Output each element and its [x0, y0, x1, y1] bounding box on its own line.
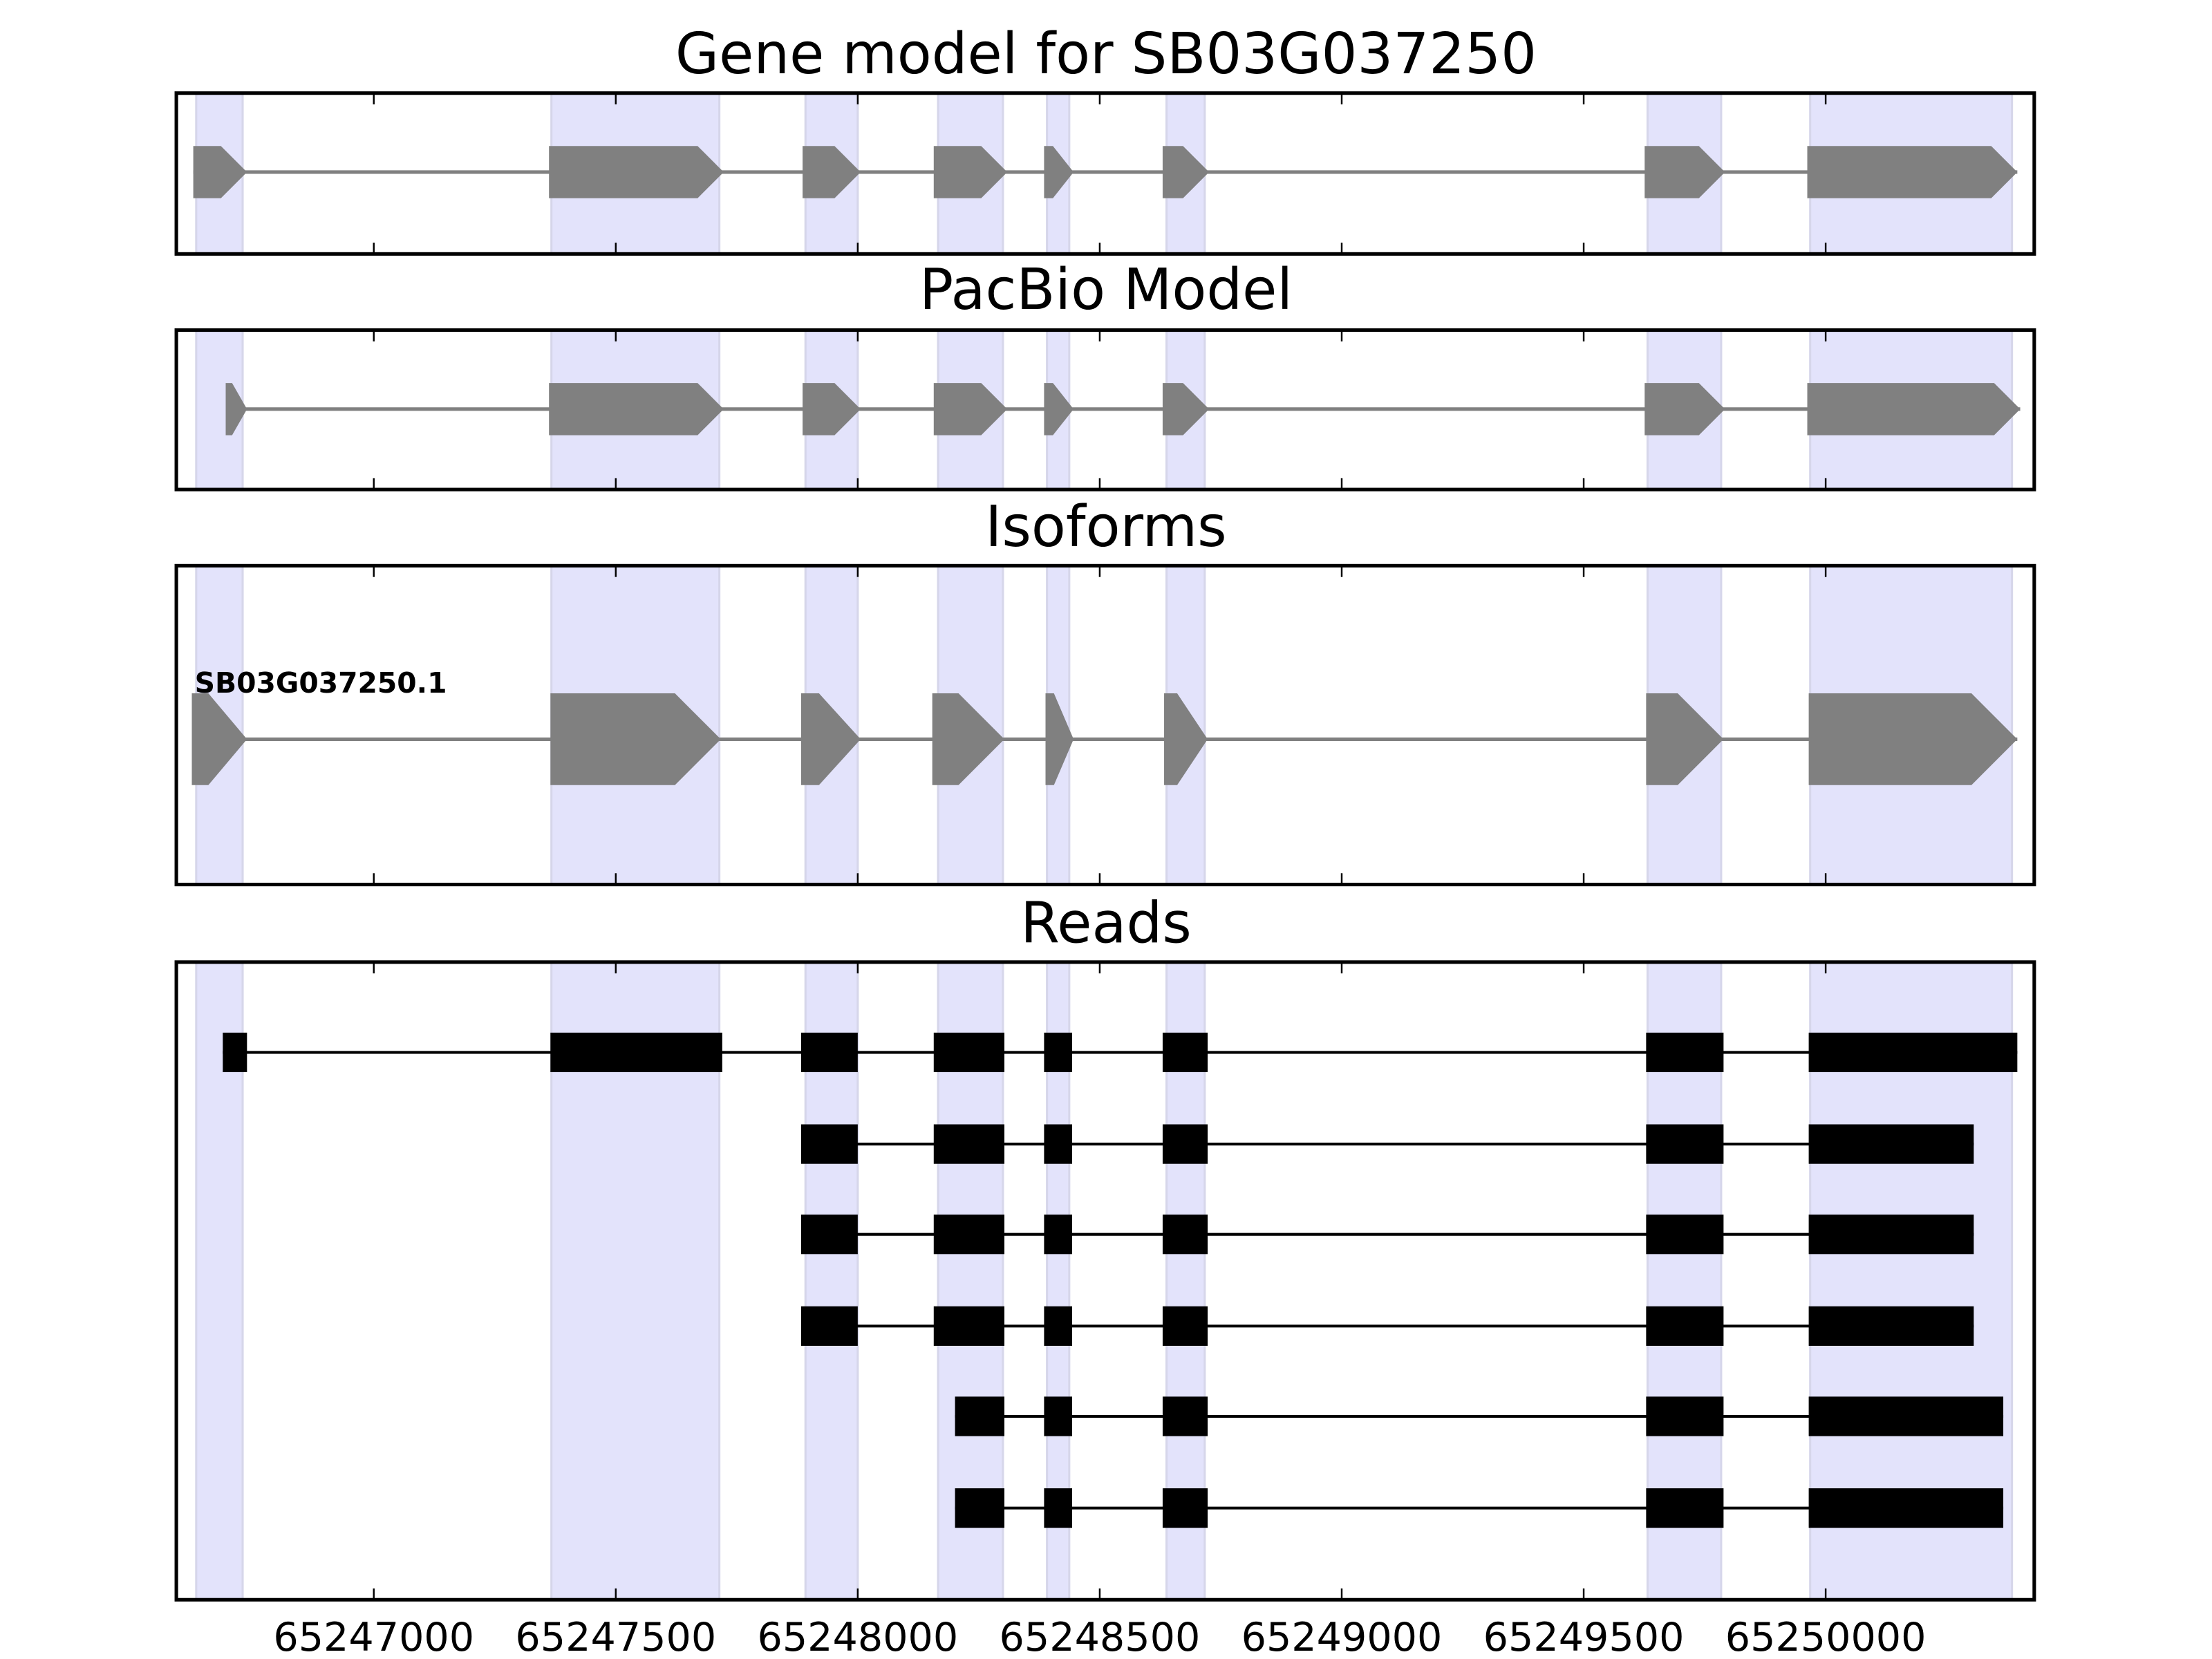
read-exon-block [1646, 1124, 1724, 1164]
read-exon-block [800, 1032, 858, 1073]
read-exon-block [955, 1488, 1005, 1528]
exon-arrow [1807, 146, 2018, 198]
panel-title-pacbio: PacBio Model [919, 257, 1293, 323]
x-tick-label: 65250000 [1725, 1615, 1927, 1659]
x-tick-label: 65248000 [757, 1615, 958, 1659]
read-exon-block [800, 1306, 858, 1346]
exon-arrow [1044, 383, 1074, 435]
read-exon-block [1808, 1124, 1974, 1164]
read-exon-block [1162, 1032, 1208, 1073]
read-exon-block [1162, 1396, 1208, 1436]
exon-arrow [550, 693, 721, 785]
panel-3 [174, 960, 2036, 1602]
read-exon-block [1162, 1306, 1208, 1346]
exon-arrow [1044, 146, 1074, 198]
panel-frame [174, 563, 2036, 887]
exon-arrow [193, 146, 247, 198]
read-exon-block [1162, 1215, 1208, 1255]
x-tick-label: 65249500 [1483, 1615, 1685, 1659]
panel-title-reads: Reads [1020, 890, 1192, 956]
read-exon-block [1162, 1488, 1208, 1528]
read-exon-block [1808, 1488, 2004, 1528]
read-exon-block [1646, 1215, 1724, 1255]
read-exon-block [1044, 1306, 1073, 1346]
panel-frame [174, 91, 2036, 256]
read-exon-block [1808, 1396, 2004, 1436]
read-exon-block [933, 1032, 1005, 1073]
read-exon-block [1646, 1396, 1724, 1436]
isoform-label: SB03G037250.1 [195, 666, 447, 700]
read-exon-block [1808, 1215, 1974, 1255]
exon-arrow [1162, 146, 1210, 198]
read-exon-block [223, 1032, 247, 1073]
exon-arrow [803, 383, 861, 435]
read-exon-block [933, 1124, 1005, 1164]
read-exon-block [800, 1124, 858, 1164]
read-exon-block [955, 1396, 1005, 1436]
read-exon-block [1646, 1306, 1724, 1346]
exon-arrow [932, 693, 1005, 785]
exon-arrow [1164, 693, 1208, 785]
exon-arrow [549, 383, 724, 435]
read-exon-block [1646, 1488, 1724, 1528]
read-exon-block [933, 1215, 1005, 1255]
exon-arrow [191, 693, 247, 785]
x-tick-label: 65247000 [273, 1615, 474, 1659]
exon-arrow [1646, 693, 1724, 785]
read-exon-block [1044, 1396, 1073, 1436]
exon-arrow [933, 383, 1008, 435]
read-exon-block [800, 1215, 858, 1255]
exon-arrow [1807, 383, 2021, 435]
exon-arrow [800, 693, 861, 785]
exon-arrow [1045, 693, 1074, 785]
read-exon-block [1808, 1306, 1974, 1346]
x-tick-labels: 65247000 65247500 65248000 65248500 65249000… [273, 1615, 1926, 1659]
read-exon-block [1808, 1032, 2018, 1073]
read-exon-block [550, 1032, 722, 1073]
exon-arrow [1644, 146, 1725, 198]
read-exon-block [1044, 1124, 1073, 1164]
panel-frame [174, 328, 2036, 491]
exon-arrow [1808, 693, 2018, 785]
exon-arrow [549, 146, 724, 198]
panel-title-gene-model: Gene model for SB03G037250 [675, 21, 1537, 87]
read-exon-block [1044, 1032, 1073, 1073]
exon-arrow [803, 146, 861, 198]
exon-arrow [1644, 383, 1725, 435]
panel-title-isoforms: Isoforms [985, 494, 1226, 560]
read-exon-block [1646, 1032, 1724, 1073]
panel-1 [174, 328, 2036, 491]
exon-arrow [225, 383, 247, 435]
x-tick-label: 65247500 [515, 1615, 716, 1659]
exon-arrow [933, 146, 1008, 198]
panel-0 [174, 91, 2036, 256]
x-tick-label: 65248500 [1000, 1615, 1201, 1659]
exon-arrow [1162, 383, 1210, 435]
read-exon-block [1044, 1215, 1073, 1255]
panel-2 [174, 563, 2036, 887]
read-exon-block [933, 1306, 1005, 1346]
read-exon-block [1044, 1488, 1073, 1528]
panel-frame [174, 960, 2036, 1602]
x-tick-label: 65249000 [1241, 1615, 1443, 1659]
read-exon-block [1162, 1124, 1208, 1164]
